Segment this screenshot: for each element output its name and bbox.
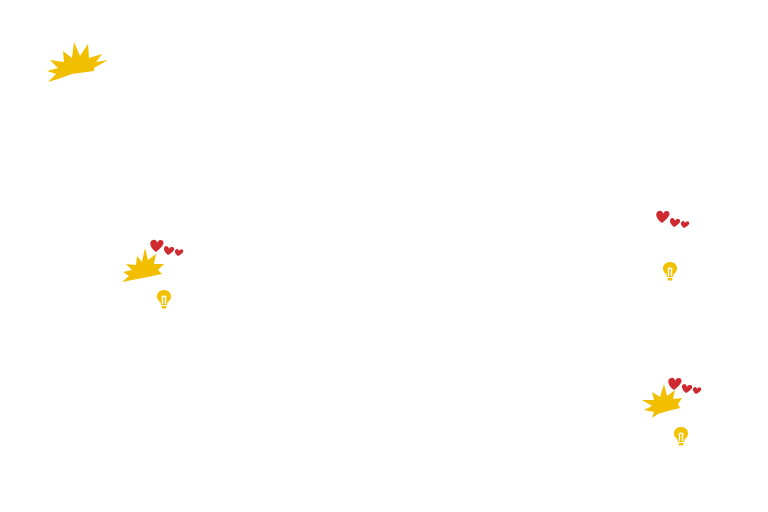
lightbulb-icon [157,290,171,309]
hearts-icon [656,210,690,228]
spiky-sun-icon [122,248,164,282]
lightbulb-icon [674,427,688,446]
lightbulb-icon [663,262,677,281]
spiky-sun-icon [47,42,108,82]
spiky-sun-icon [642,384,682,418]
hearts-icon [150,239,184,256]
hearts-icon [668,377,702,394]
